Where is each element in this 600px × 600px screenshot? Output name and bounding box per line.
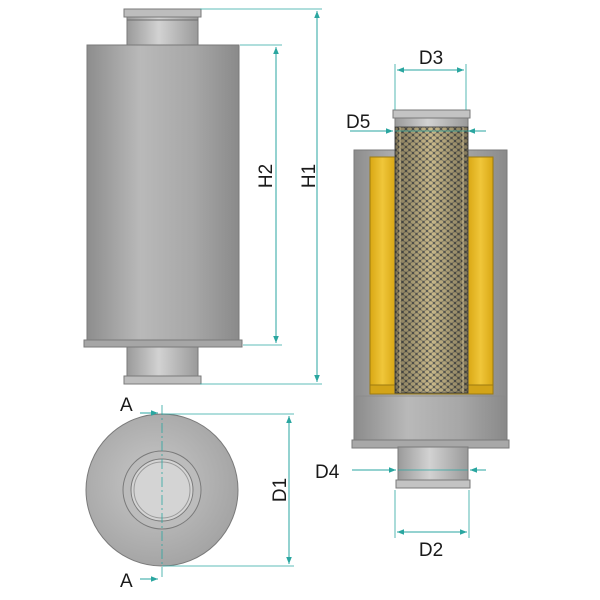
- side-view: [83, 8, 243, 385]
- bottom-diameter-dimensions: D4 D2: [315, 462, 486, 561]
- body-base-rim: [83, 339, 243, 348]
- section-view: [351, 109, 510, 489]
- section-bottom-pipe: [397, 446, 469, 485]
- label-d2: D2: [419, 540, 443, 561]
- label-h1: H1: [299, 164, 320, 188]
- top-pipe: [126, 13, 199, 47]
- bottom-pipe: [126, 346, 199, 380]
- top-pipe-rim: [123, 8, 202, 18]
- label-d4: D4: [315, 462, 340, 483]
- top-diameter-dimensions: D3 D5: [346, 48, 486, 134]
- label-section-top: A: [120, 395, 133, 416]
- insulation-right: [467, 156, 494, 394]
- label-d5: D5: [346, 112, 370, 133]
- label-h2: H2: [256, 164, 277, 188]
- insulation-left: [369, 156, 396, 394]
- label-d3: D3: [419, 48, 443, 69]
- label-d1: D1: [270, 478, 291, 502]
- top-view: A A D1: [85, 395, 294, 592]
- height-dimensions: H1 H2: [200, 8, 322, 385]
- bottom-pipe-rim: [123, 375, 202, 385]
- label-section-bottom: A: [120, 571, 133, 592]
- body-cylinder: [86, 44, 240, 345]
